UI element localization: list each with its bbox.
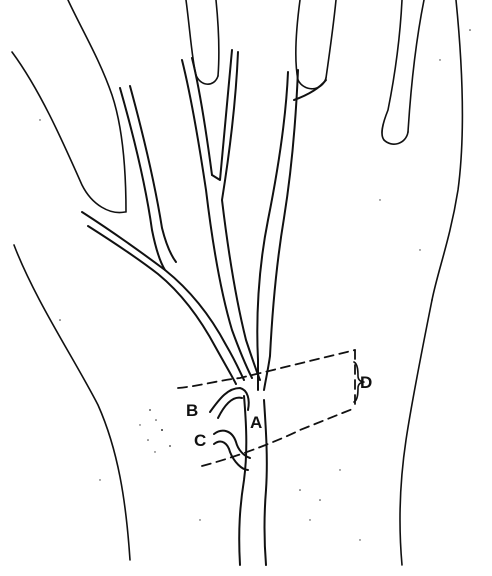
thumb-outline-outer: [12, 52, 125, 213]
speck: [439, 59, 440, 60]
left-forearm-edge: [14, 245, 130, 560]
branch-c-vein-lower: [214, 442, 248, 470]
middle-vein-right: [264, 70, 298, 390]
second-vein-branch: [212, 50, 232, 180]
speck: [319, 499, 321, 501]
speck: [359, 539, 360, 540]
middle-vein-left: [257, 72, 288, 390]
right-forearm-edge: [400, 300, 432, 565]
speck: [139, 424, 140, 425]
speck: [379, 199, 380, 200]
branch-b-vein-inner: [218, 398, 242, 418]
stipple-texture: [39, 29, 471, 541]
band-upper-boundary: [178, 350, 355, 388]
thumb-outline-inner: [68, 0, 126, 212]
index-finger-right: [216, 0, 219, 76]
band-lower-boundary: [202, 408, 355, 466]
speck: [309, 519, 310, 520]
label-a: A: [250, 413, 262, 432]
index-finger-left: [186, 0, 196, 75]
main-trunk-left: [239, 396, 246, 565]
speck: [154, 451, 155, 452]
speck: [161, 429, 163, 431]
ring-finger-right: [408, 0, 424, 132]
speck: [199, 519, 200, 520]
label-b: B: [186, 401, 198, 420]
middle-finger-left: [296, 0, 300, 80]
ring-finger-tip: [384, 132, 408, 144]
speck: [299, 489, 301, 491]
speck: [99, 479, 100, 480]
main-trunk-right: [264, 400, 267, 565]
speck: [339, 469, 340, 470]
middle-vein-branch-right: [294, 80, 326, 100]
speck: [155, 419, 157, 421]
speck: [469, 29, 471, 31]
index-finger-tip: [196, 75, 218, 84]
speck: [149, 409, 151, 411]
speck: [419, 249, 420, 250]
speck: [169, 445, 171, 447]
right-hand-edge: [432, 0, 462, 300]
label-d: D: [360, 373, 372, 392]
speck: [39, 119, 40, 120]
branch-c-vein: [214, 431, 250, 458]
dorsal-veins: [82, 50, 326, 565]
branch-b-vein: [210, 388, 249, 412]
speck: [147, 439, 149, 441]
label-c: C: [194, 431, 206, 450]
ring-finger-left: [382, 0, 402, 140]
speck: [59, 319, 61, 321]
hand-outline: [12, 0, 462, 565]
middle-finger-right: [326, 0, 336, 78]
second-vein-right: [192, 58, 212, 175]
